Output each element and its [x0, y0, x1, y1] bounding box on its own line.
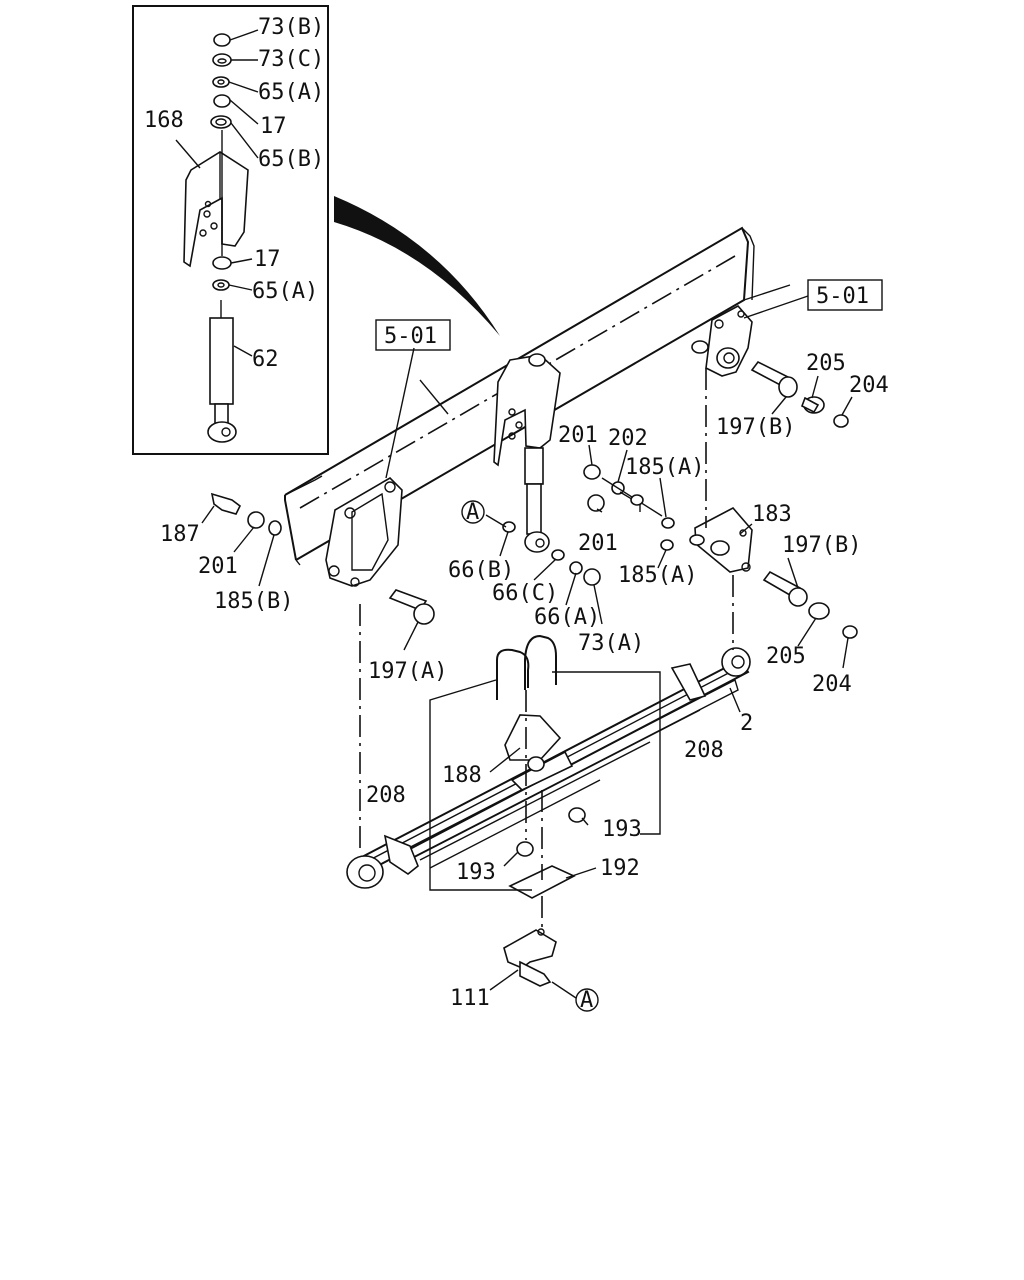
inset-frame [132, 5, 329, 455]
nut-193-right [568, 807, 586, 823]
label-201-mid: 201 [578, 531, 618, 556]
front-spring-hanger [325, 476, 403, 587]
label-ref-right: 5-01 [816, 284, 869, 309]
label-204-top: 204 [849, 373, 889, 398]
label-73c: 73(C) [258, 47, 324, 72]
label-65a-mid: 65(A) [252, 279, 318, 304]
inset-shock-parts [183, 33, 249, 443]
label-188: 188 [442, 763, 482, 788]
label-204-bottom: 204 [812, 672, 852, 697]
label-192: 192 [600, 856, 640, 881]
spring-shackle [689, 506, 753, 573]
label-202: 202 [608, 426, 648, 451]
label-73a: 73(A) [578, 631, 644, 656]
u-bolts [496, 634, 557, 700]
label-205-top: 205 [806, 351, 846, 376]
ref-box-left [375, 319, 451, 351]
label-65a-top: 65(A) [258, 80, 324, 105]
label-ref-left: 5-01 [384, 324, 437, 349]
label-185a-mid: 185(A) [618, 563, 697, 588]
label-185b: 185(B) [214, 589, 293, 614]
label-65b-top: 65(B) [258, 147, 324, 172]
label-193-right: 193 [602, 817, 642, 842]
circle-a-top [461, 500, 485, 524]
label-73b: 73(B) [258, 15, 324, 40]
label-62: 62 [252, 347, 279, 372]
label-197b-top: 197(B) [716, 415, 795, 440]
leader-lines [175, 29, 853, 999]
bracket-111 [503, 928, 557, 987]
label-17-mid: 17 [254, 247, 281, 272]
label-208-right: 208 [684, 738, 724, 763]
label-168: 168 [144, 108, 184, 133]
label-circle-a-bottom: A [580, 988, 593, 1013]
circle-a-bottom [575, 988, 599, 1012]
part-labels: 73(B) 73(C) 65(A) 17 168 65(B) 17 65(A) … [144, 15, 889, 1013]
label-201-left: 201 [198, 554, 238, 579]
label-205-bottom: 205 [766, 644, 806, 669]
rear-spring-hanger [691, 304, 753, 377]
label-185a-top: 185(A) [625, 455, 704, 480]
label-2: 2 [740, 711, 753, 736]
label-208-left: 208 [366, 783, 406, 808]
label-183: 183 [752, 502, 792, 527]
label-circle-a-top: A [466, 500, 479, 525]
label-111: 111 [450, 986, 490, 1011]
shock-bracket [493, 353, 561, 553]
label-197a: 197(A) [368, 659, 447, 684]
label-66c: 66(C) [492, 581, 558, 606]
ref-box-right [807, 279, 883, 311]
label-187: 187 [160, 522, 200, 547]
nut-193-left [516, 841, 534, 857]
label-66b: 66(B) [448, 558, 514, 583]
label-66a: 66(A) [534, 605, 600, 630]
label-201-top: 201 [558, 423, 598, 448]
detail-pointer-arc [334, 196, 500, 336]
label-17-top: 17 [260, 114, 287, 139]
label-197b-right: 197(B) [782, 533, 861, 558]
label-193-left: 193 [456, 860, 496, 885]
